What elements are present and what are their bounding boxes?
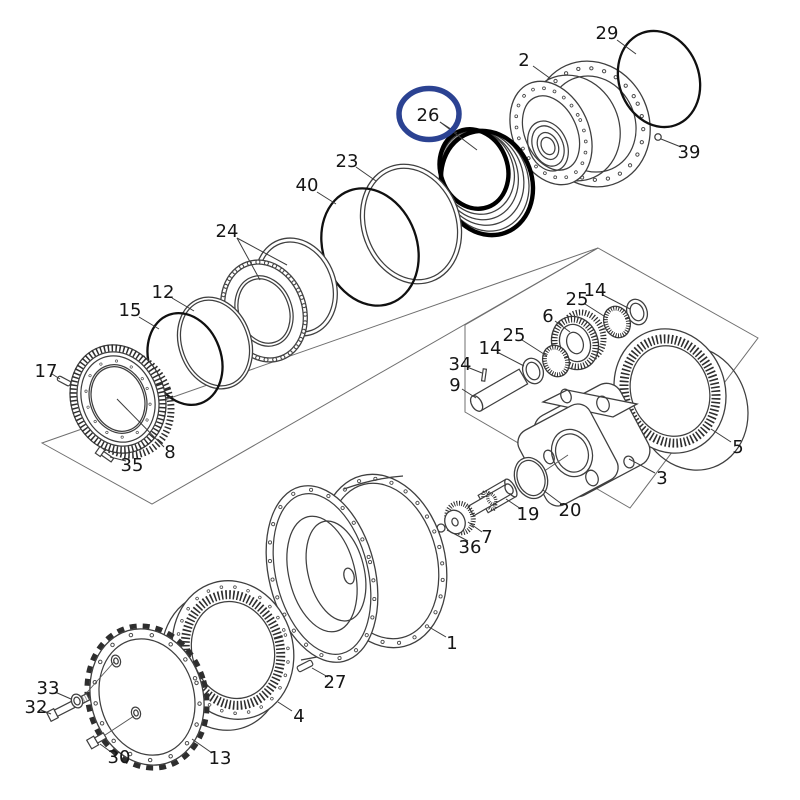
- part-label-14-right[interactable]: 14: [584, 280, 607, 301]
- part-33-washer: [70, 693, 84, 709]
- assembly-plane-left: [40, 247, 599, 505]
- part-label-2[interactable]: 2: [518, 50, 529, 71]
- part-39-plug: [654, 133, 662, 141]
- part-17-pin: [56, 375, 72, 387]
- part-label-33[interactable]: 33: [37, 678, 60, 699]
- highlight-circle-icon[interactable]: [396, 85, 462, 143]
- part-label-29[interactable]: 29: [596, 23, 619, 44]
- part-24-bearing: [220, 237, 338, 363]
- part-label-23[interactable]: 23: [336, 151, 359, 172]
- part-label-4[interactable]: 4: [293, 706, 304, 727]
- part-14-thrust-washer-right: [625, 298, 649, 326]
- part-5-ring-gear: [613, 328, 749, 471]
- part-label-12[interactable]: 12: [152, 282, 175, 303]
- part-label-36[interactable]: 36: [459, 537, 482, 558]
- highlight-part-26[interactable]: 26: [396, 85, 462, 143]
- part-34-spring-pin: [480, 368, 488, 382]
- part-label-19[interactable]: 19: [517, 504, 540, 525]
- part-2-hub: [509, 60, 651, 188]
- part-9-planet-shaft: [469, 368, 529, 412]
- part-label-15[interactable]: 15: [119, 300, 142, 321]
- part-label-20[interactable]: 20: [559, 500, 582, 521]
- part-label-17[interactable]: 17: [35, 361, 58, 382]
- part-label-5[interactable]: 5: [732, 437, 743, 458]
- part-7-sun-gear: [444, 483, 514, 536]
- part-8-coupling: [69, 344, 175, 459]
- part-label-34[interactable]: 34: [449, 354, 472, 375]
- part-1-drum-housing: [265, 473, 448, 663]
- part-label-35[interactable]: 35: [121, 455, 144, 476]
- part-label-25-right[interactable]: 25: [566, 289, 589, 310]
- part-29-o-ring: [616, 29, 702, 129]
- part-label-3[interactable]: 3: [656, 468, 667, 489]
- part-35-bolt: [94, 445, 115, 463]
- part-label-13[interactable]: 13: [209, 748, 232, 769]
- part-labels: 29 2 39 23 40 24 12 15 17 8 35 14 25 6 2…: [25, 23, 744, 769]
- part-label-30[interactable]: 30: [108, 747, 131, 768]
- part-label-27[interactable]: 27: [324, 672, 347, 693]
- part-label-9[interactable]: 9: [449, 375, 460, 396]
- part-label-7[interactable]: 7: [481, 527, 492, 548]
- leader-lines: [40, 39, 732, 754]
- part-14-thrust-washer-left: [521, 357, 545, 385]
- part-label-39[interactable]: 39: [678, 142, 701, 163]
- part-label-24[interactable]: 24: [216, 221, 239, 242]
- part-label-25-left[interactable]: 25: [503, 325, 526, 346]
- part-30-plug: [85, 732, 108, 750]
- part-12-ring: [176, 296, 254, 390]
- part-label-32[interactable]: 32: [25, 697, 48, 718]
- part-25-needle-bearing-left: [541, 344, 571, 378]
- part-label-40[interactable]: 40: [296, 175, 319, 196]
- part-label-8[interactable]: 8: [164, 442, 175, 463]
- part-label-1[interactable]: 1: [446, 633, 457, 654]
- part-25-needle-bearing-right: [602, 305, 632, 339]
- part-label-6[interactable]: 6: [542, 306, 553, 327]
- part-label-26[interactable]: 26: [417, 105, 440, 126]
- part-label-14-left[interactable]: 14: [479, 338, 502, 359]
- part-20-o-ring: [513, 456, 549, 500]
- part-27-pin: [296, 659, 314, 673]
